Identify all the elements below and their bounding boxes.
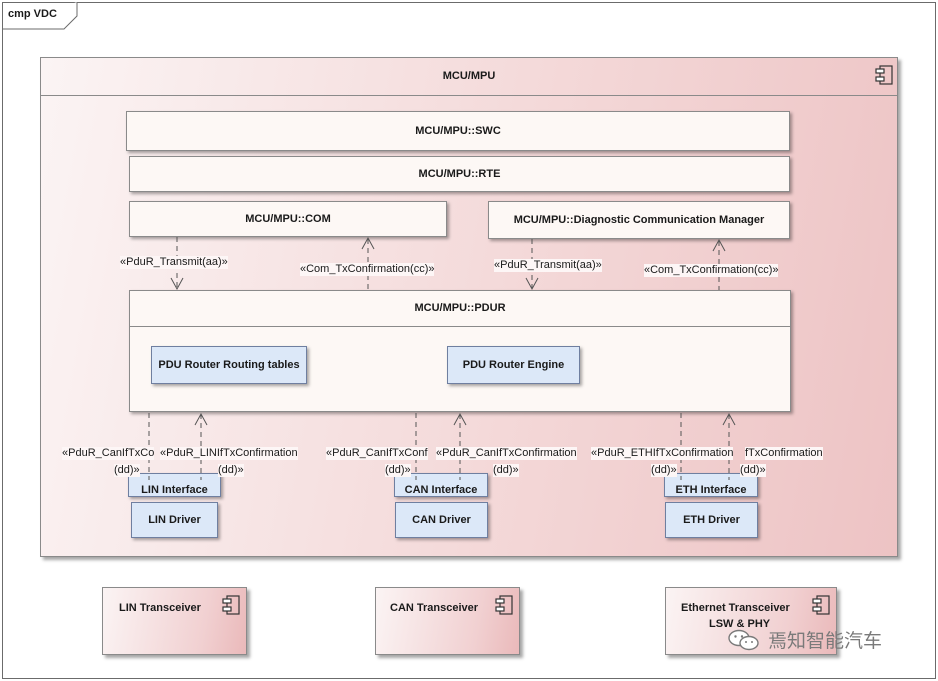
com-module[interactable]: MCU/MPU::COM xyxy=(129,201,447,237)
frame-title-tab: cmp VDC xyxy=(2,2,78,30)
can-transceiver[interactable]: CAN Transceiver xyxy=(375,587,520,655)
pdu-router-engine[interactable]: PDU Router Engine xyxy=(447,346,580,384)
component-icon xyxy=(812,595,830,615)
lin-down-label-1: «PduR_CanIfTxCo xyxy=(62,447,155,460)
lin-up-label-2: (dd)» xyxy=(218,464,244,477)
pdu-router-routing-tables[interactable]: PDU Router Routing tables xyxy=(151,346,307,384)
dcm-module[interactable]: MCU/MPU::Diagnostic Communication Manage… xyxy=(488,201,790,239)
component-icon xyxy=(495,595,513,615)
lsw-phy-label: LSW & PHY xyxy=(709,618,771,630)
dcm-transmit-label: «PduR_Transmit(aa)» xyxy=(494,259,602,272)
eth-up-label-2: (dd)» xyxy=(740,464,766,477)
eth-down-label-1: «PduR_ETHIfTxConfirmation xyxy=(591,447,734,460)
lin-up-label-1: «PduR_LINIfTxConfirmation xyxy=(160,447,298,460)
lin-interface[interactable]: LIN Interface xyxy=(128,473,221,497)
component-icon xyxy=(875,65,893,85)
rte-layer[interactable]: MCU/MPU::RTE xyxy=(129,156,790,192)
lin-transceiver-label: LIN Transceiver xyxy=(119,602,201,614)
eth-interface[interactable]: ETH Interface xyxy=(664,473,758,497)
lin-down-label-2: (dd)» xyxy=(114,464,140,477)
can-up-label-2: (dd)» xyxy=(493,464,519,477)
can-driver[interactable]: CAN Driver xyxy=(395,502,488,538)
eth-driver[interactable]: ETH Driver xyxy=(665,502,758,538)
dcm-confirmation-label: «Com_TxConfirmation(cc)» xyxy=(644,264,779,277)
wechat-logo-icon xyxy=(728,629,759,651)
component-icon xyxy=(222,595,240,615)
can-interface[interactable]: CAN Interface xyxy=(394,473,488,497)
frame-title: cmp VDC xyxy=(8,8,57,20)
can-up-label-1: «PduR_CanIfTxConfirmation xyxy=(436,447,577,460)
com-transmit-label: «PduR_Transmit(aa)» xyxy=(120,256,228,269)
com-confirmation-label: «Com_TxConfirmation(cc)» xyxy=(300,263,435,276)
mcu-mpu-title: MCU/MPU xyxy=(41,58,897,96)
lin-transceiver[interactable]: LIN Transceiver xyxy=(102,587,247,655)
eth-up-label-1: fTxConfirmation xyxy=(745,447,823,460)
eth-down-label-2: (dd)» xyxy=(651,464,677,477)
watermark-text: 焉知智能汽车 xyxy=(768,630,883,652)
pdur-title: MCU/MPU::PDUR xyxy=(130,291,790,327)
can-down-label-1: «PduR_CanIfTxConf xyxy=(326,447,428,460)
ethernet-transceiver-label: Ethernet Transceiver xyxy=(681,602,790,614)
can-transceiver-label: CAN Transceiver xyxy=(390,602,479,614)
can-down-label-2: (dd)» xyxy=(385,464,411,477)
swc-layer[interactable]: MCU/MPU::SWC xyxy=(126,111,790,151)
lin-driver[interactable]: LIN Driver xyxy=(131,502,218,538)
